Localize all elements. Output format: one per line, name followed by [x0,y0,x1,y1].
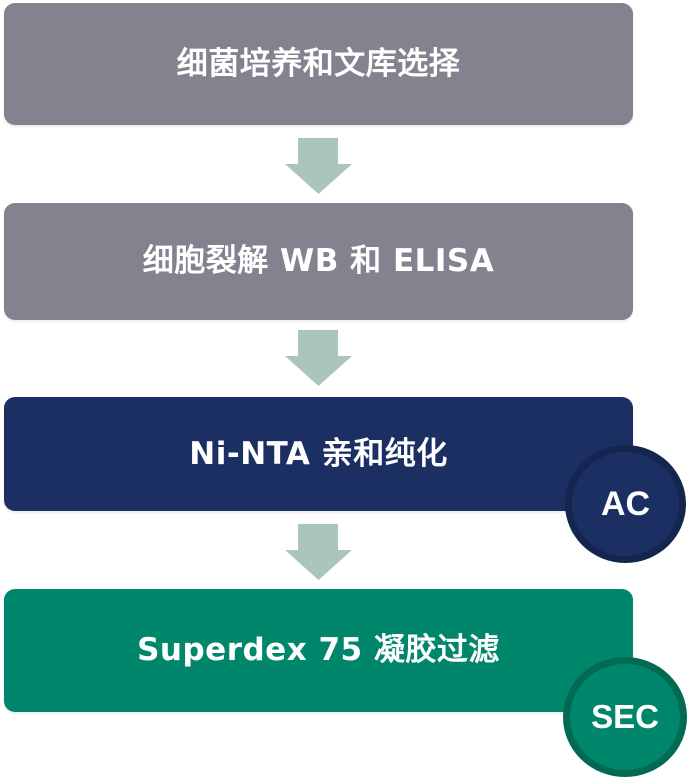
arrow-shape [285,138,352,194]
step-ni-nta-affinity-purification: Ni-NTA 亲和纯化 [4,397,633,511]
step-cell-lysis-wb-elisa: 细胞裂解 WB 和 ELISA [4,203,633,320]
arrow-shape [285,524,352,580]
down-arrow-icon [285,138,352,194]
badge-ac: AC [565,445,686,563]
step-label: 细胞裂解 WB 和 ELISA [142,243,495,279]
step-bacterial-culture-library-selection: 细菌培养和文库选择 [4,3,633,125]
arrow-shape [285,330,352,386]
badge-label: AC [600,484,651,523]
step-superdex-gel-filtration: Superdex 75 凝胶过滤 [4,589,633,712]
badge-label: SEC [591,698,659,735]
down-arrow-icon [285,524,352,580]
step-label: Ni-NTA 亲和纯化 [189,435,448,472]
down-arrow-icon [285,330,352,386]
badge-sec: SEC [563,657,687,777]
step-label: Superdex 75 凝胶过滤 [137,632,500,668]
step-label: 细菌培养和文库选择 [176,45,461,82]
